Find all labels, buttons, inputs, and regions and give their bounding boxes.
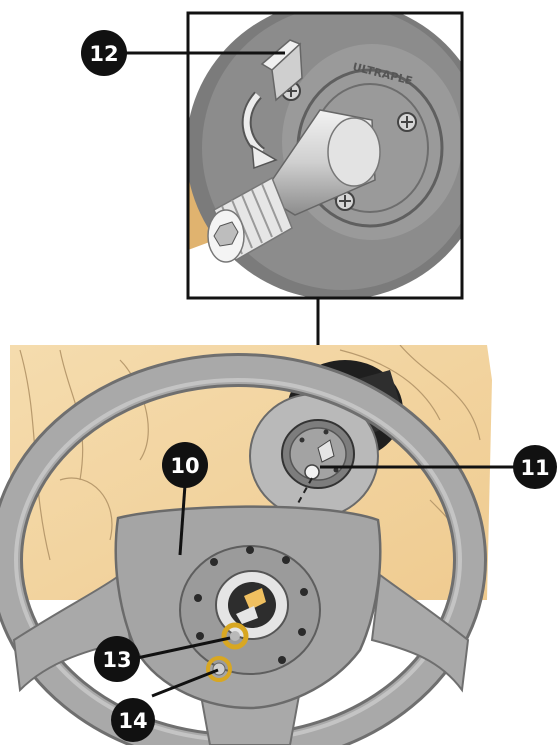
callout-14: 14 bbox=[111, 698, 155, 742]
steering-wheel-pad bbox=[114, 505, 382, 710]
svg-text:12: 12 bbox=[89, 42, 118, 66]
callout-10: 10 bbox=[162, 442, 208, 488]
callout-11: 11 bbox=[513, 445, 557, 489]
svg-text:11: 11 bbox=[520, 456, 549, 480]
shaft-hub bbox=[249, 393, 379, 519]
locking-pin bbox=[260, 39, 303, 102]
callout-leaders bbox=[118, 51, 518, 698]
zoom-inset-frame bbox=[186, 11, 464, 300]
steering-wheel-illustration bbox=[0, 345, 492, 745]
svg-text:13: 13 bbox=[102, 648, 131, 672]
svg-text:10: 10 bbox=[170, 454, 199, 478]
bolt-holes bbox=[194, 546, 308, 664]
svg-text:14: 14 bbox=[118, 709, 147, 733]
zoom-inset: ULTRAPLE bbox=[188, 13, 462, 298]
nut-13 bbox=[221, 622, 249, 650]
threaded-bolt bbox=[207, 176, 293, 263]
rotation-arrow bbox=[241, 91, 278, 170]
callout-13: 13 bbox=[94, 636, 140, 682]
callout-12: 12 bbox=[81, 30, 127, 76]
hub-screw bbox=[397, 112, 417, 132]
